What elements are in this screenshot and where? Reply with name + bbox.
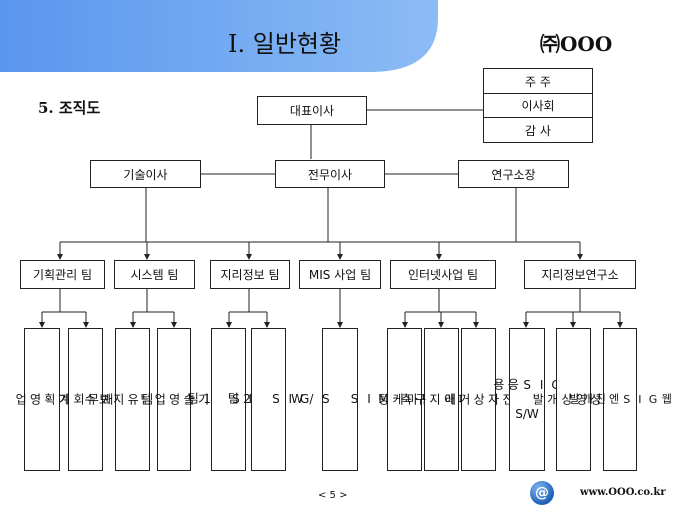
research-head-box: 연구소장 bbox=[458, 160, 569, 188]
unit-gis2-label: G I S 2 팀 bbox=[225, 392, 312, 407]
unit-ecommerce-label: 전 자 상 거 래 bbox=[442, 393, 515, 406]
unit-webgis-label: 웹 G I S 엔 진 개 발 bbox=[567, 392, 673, 407]
unit-satellite: 위 성 영 상 개 발 bbox=[531, 328, 617, 471]
unit-mis-sw: M I S S / W bbox=[290, 328, 390, 471]
tech-director-box: 기술이사 bbox=[90, 160, 201, 188]
unit-gis-app: G I S 응 용 S/W bbox=[491, 328, 563, 471]
unit-tech-sales-label: 기 술 영 업 팀 bbox=[138, 393, 210, 406]
page-title: I. 일반현황 bbox=[228, 30, 342, 58]
at-icon: @ bbox=[530, 481, 554, 505]
unit-gis-app-sw-label: S/W bbox=[515, 407, 539, 421]
team-planning: 기획관리 팀 bbox=[20, 260, 105, 289]
unit-gis2: G I S 2 팀 bbox=[226, 328, 312, 471]
unit-gis-app-label: G I S 응 용 bbox=[491, 378, 563, 393]
team-geo: 지리정보 팀 bbox=[210, 260, 290, 289]
unit-ecommerce: 전 자 상 거 래 bbox=[443, 328, 514, 471]
unit-gis1: G I S 1 팀 bbox=[186, 328, 272, 471]
managing-director-box: 전무이사 bbox=[275, 160, 385, 188]
unit-webgis: 웹 G I S 엔 진 개 발 bbox=[567, 328, 673, 471]
team-systems: 시스템 팀 bbox=[114, 260, 195, 289]
team-lab: 지리정보연구소 bbox=[524, 260, 636, 289]
company-name: ㈜OOO bbox=[540, 32, 613, 56]
unit-tech-sales: 기 술 영 업 팀 bbox=[138, 328, 210, 471]
unit-mis-sw-label: M I S S / W bbox=[290, 392, 391, 407]
board-box: 이사회 bbox=[483, 93, 593, 118]
ceo-box: 대표이사 bbox=[257, 96, 367, 125]
auditor-box: 감 사 bbox=[483, 117, 593, 143]
header-banner bbox=[0, 0, 438, 72]
team-internet: 인터넷사업 팀 bbox=[390, 260, 496, 289]
section-title: 5. 조직도 bbox=[38, 99, 101, 117]
unit-accounting: 재 무 회 계 bbox=[57, 328, 114, 471]
unit-web-marketing: 웹 마 케 팅 bbox=[376, 328, 433, 471]
shareholders-box: 주 주 bbox=[483, 68, 593, 94]
page-number: < 5 > bbox=[318, 490, 348, 501]
website-url: www.OOO.co.kr bbox=[580, 487, 666, 498]
team-mis: MIS 사업 팀 bbox=[299, 260, 381, 289]
unit-planning-sales: 기 획 영 업 bbox=[14, 328, 71, 471]
unit-planning-sales-label: 기 획 영 업 bbox=[13, 393, 71, 406]
unit-accounting-label: 재 무 회 계 bbox=[57, 393, 115, 406]
